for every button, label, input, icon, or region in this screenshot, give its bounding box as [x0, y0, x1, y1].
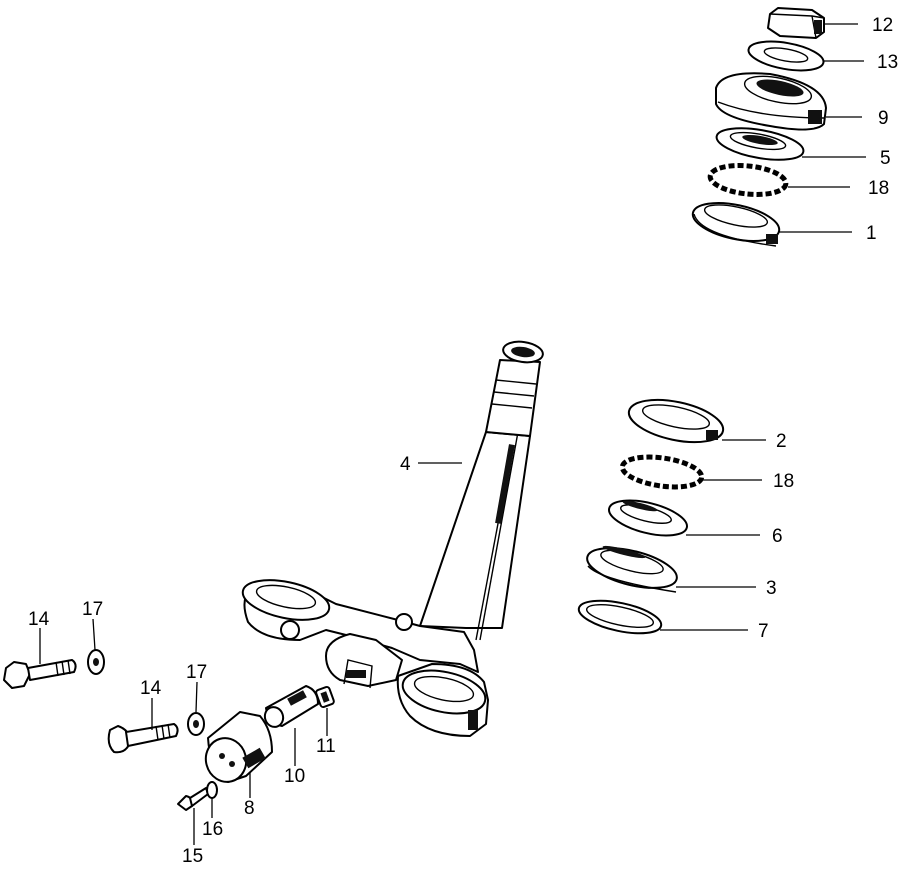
part-washer-17-upper [87, 649, 105, 675]
callout-17-lower: 17 [186, 662, 207, 683]
part-steering-stem [241, 340, 544, 737]
part-steel-balls-lower [619, 454, 705, 490]
callout-6: 6 [772, 526, 783, 547]
callout-16: 16 [202, 819, 223, 840]
callout-2: 2 [776, 431, 787, 452]
part-bolt-upper [3, 659, 77, 689]
part-lower-cone-race [608, 499, 688, 537]
part-lock-housing [204, 711, 273, 783]
callout-18-lower: 18 [773, 471, 794, 492]
callout-8: 8 [244, 798, 255, 819]
part-bolt-lower [107, 723, 179, 754]
callout-10: 10 [284, 766, 305, 787]
callouts: 12 13 9 5 18 1 2 18 6 3 7 4 14 17 14 17 … [28, 15, 898, 867]
part-top-thread [715, 72, 827, 131]
part-washer-top [747, 40, 825, 72]
callout-7: 7 [758, 621, 769, 642]
callout-5: 5 [880, 148, 891, 169]
part-washer-17-lower [187, 712, 205, 736]
part-screw [177, 787, 209, 811]
callout-12: 12 [872, 15, 893, 36]
callout-3: 3 [766, 578, 777, 599]
leader-lines [39, 23, 866, 845]
callout-17-upper: 17 [82, 599, 103, 620]
part-spring-washer [206, 781, 218, 799]
callout-11: 11 [316, 736, 336, 757]
part-upper-cone-race [715, 127, 805, 161]
part-lock-cylinder [263, 685, 319, 728]
callout-13: 13 [877, 52, 898, 73]
callout-4: 4 [400, 454, 411, 475]
part-washer-lower [577, 599, 663, 635]
callout-14-lower: 14 [140, 678, 162, 699]
part-lower-ball-race [627, 398, 725, 444]
part-dust-seal [586, 545, 678, 593]
part-stem-nut [767, 7, 825, 39]
callout-15: 15 [182, 846, 203, 867]
callout-18-upper: 18 [868, 178, 889, 199]
callout-9: 9 [878, 108, 889, 129]
callout-14-upper: 14 [28, 609, 50, 630]
callout-1: 1 [866, 223, 877, 244]
part-steel-balls-upper [707, 163, 789, 197]
part-upper-ball-race [691, 202, 781, 247]
